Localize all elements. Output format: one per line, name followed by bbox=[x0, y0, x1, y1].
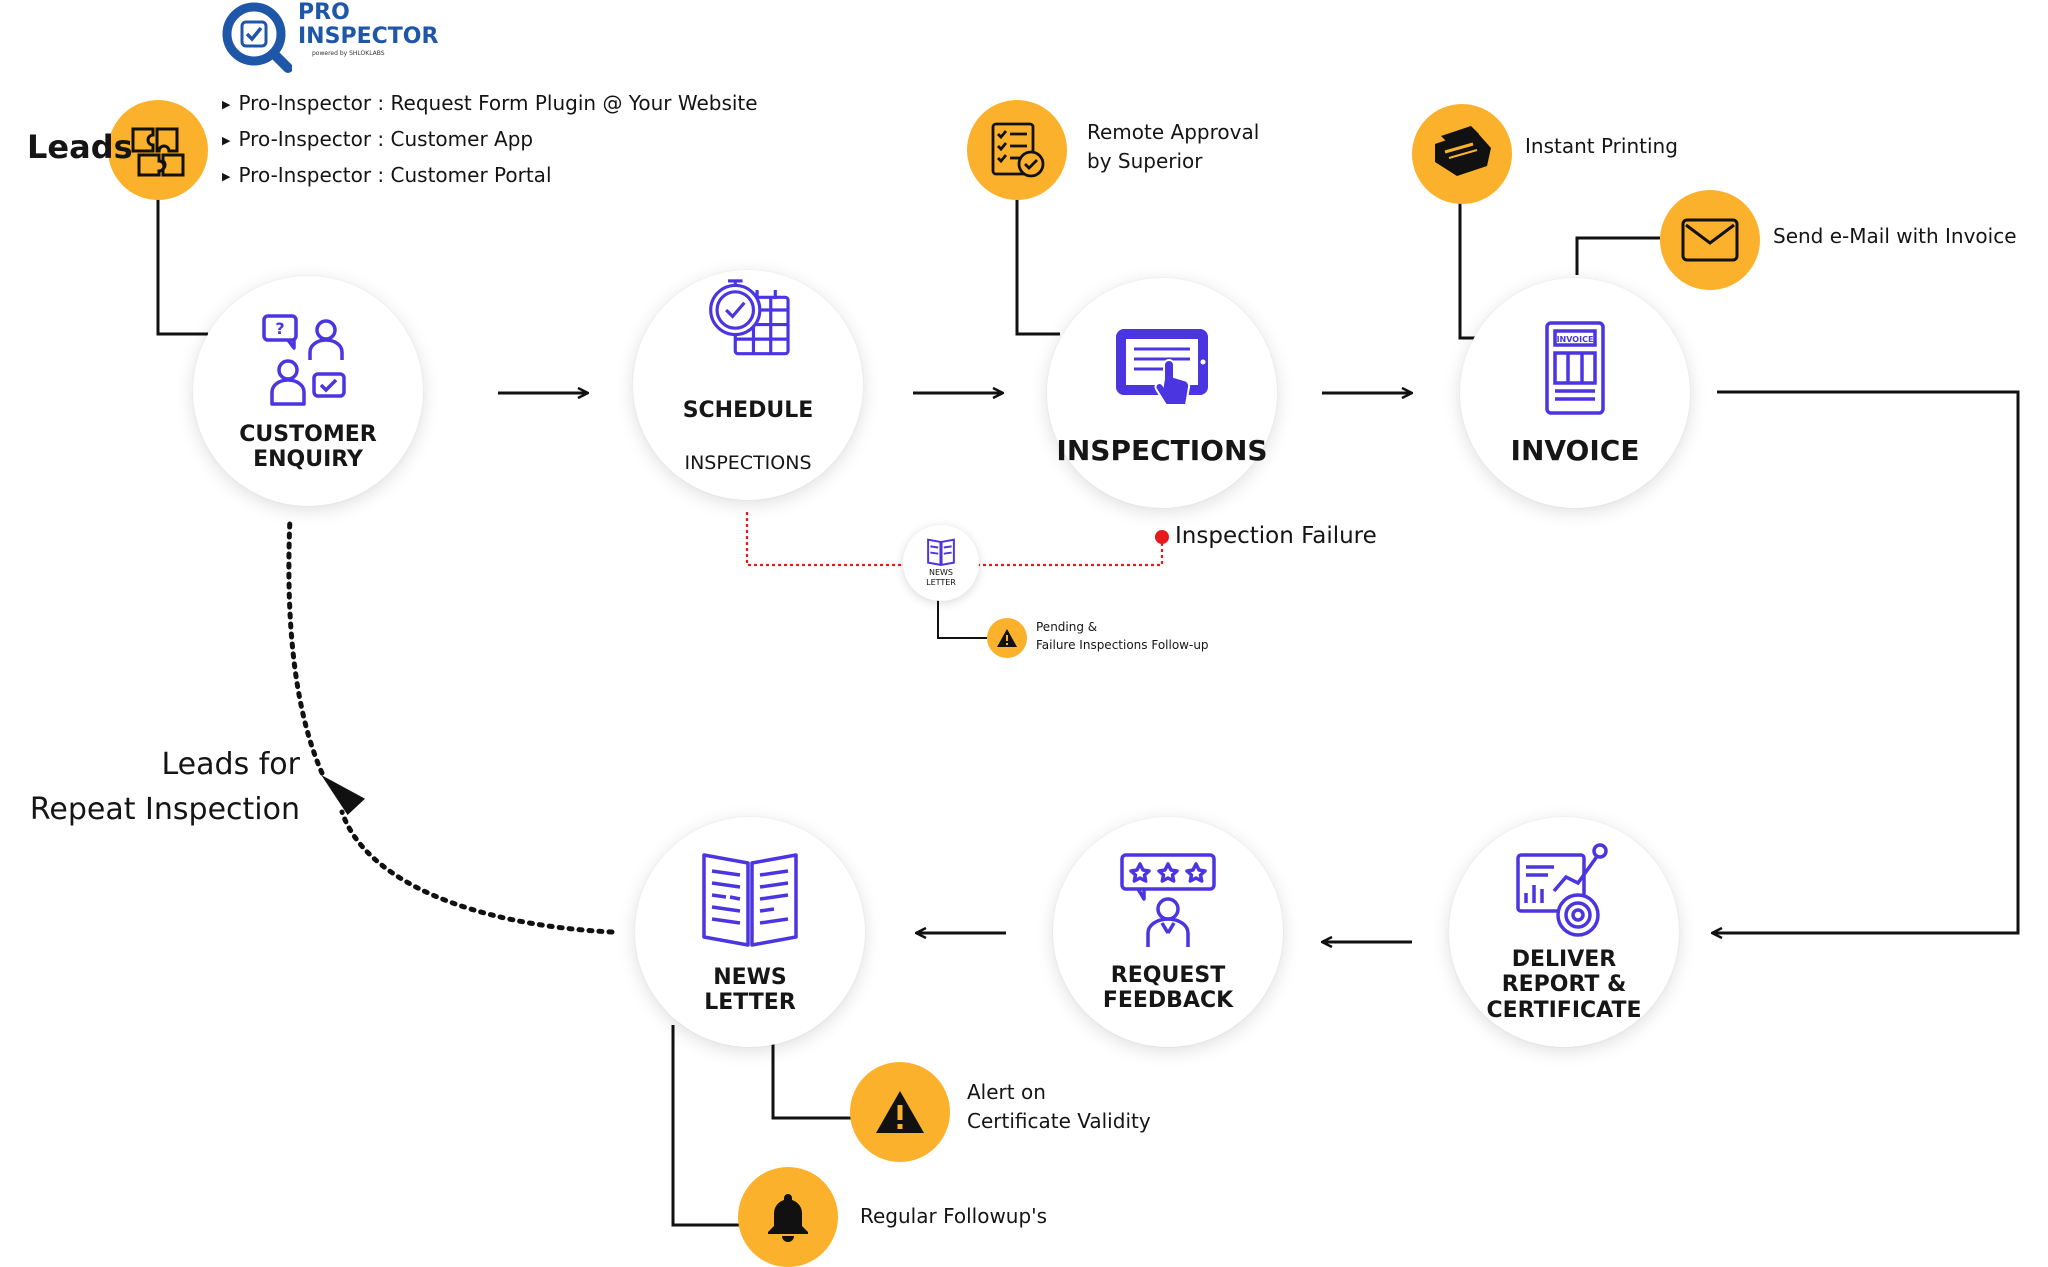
report-chart-icon bbox=[1516, 843, 1608, 937]
repeat-arrowhead bbox=[321, 774, 366, 815]
leads-source-list: ▶Pro-Inspector : Request Form Plugin @ Y… bbox=[222, 86, 758, 194]
failure-loop-line bbox=[745, 512, 1164, 567]
bullet-triangle-icon: ▶ bbox=[222, 134, 231, 147]
alert-validity-badge bbox=[850, 1062, 950, 1162]
instant-printing-badge bbox=[1412, 104, 1512, 204]
step-request-feedback: REQUEST FEEDBACK bbox=[1053, 817, 1283, 1047]
people-chat-icon: ? bbox=[262, 313, 346, 406]
step-deliver-report: DELIVER REPORT & CERTIFICATE bbox=[1449, 817, 1679, 1047]
puzzle-icon bbox=[131, 127, 185, 177]
repeat-leads-label: Leads for Repeat Inspection bbox=[29, 747, 300, 827]
regular-followups-connector bbox=[671, 1025, 742, 1227]
newspaper-icon bbox=[927, 538, 955, 566]
instant-printing-connector bbox=[1458, 198, 1475, 340]
failure-dot bbox=[1155, 530, 1169, 544]
mini-newsletter-node: NEWS LETTER bbox=[903, 525, 979, 601]
envelope-icon bbox=[1681, 218, 1739, 262]
step-title: REQUEST FEEDBACK bbox=[1102, 962, 1234, 1013]
leads-badge bbox=[108, 100, 208, 200]
step-news-letter: NEWS LETTER bbox=[635, 817, 865, 1047]
svg-text:INVOICE: INVOICE bbox=[1557, 335, 1594, 344]
leads-connector bbox=[156, 198, 208, 336]
regular-followups-label: Regular Followup's bbox=[860, 1204, 1048, 1228]
step-title: DELIVER REPORT & CERTIFICATE bbox=[1486, 947, 1642, 1023]
magnifier-check-icon bbox=[222, 2, 292, 73]
step-schedule-inspections: SCHEDULE INSPECTIONS bbox=[633, 270, 863, 500]
logo-line2: INSPECTOR bbox=[298, 24, 439, 49]
logo-tagline: powered by SHLOKLABS bbox=[312, 50, 385, 57]
step-title: INSPECTIONS bbox=[1056, 433, 1268, 467]
leads-source-item: ▶Pro-Inspector : Request Form Plugin @ Y… bbox=[222, 91, 758, 115]
alert-validity-label: Alert on Certificate Validity bbox=[967, 1080, 1151, 1133]
pending-followup-connector bbox=[937, 594, 987, 639]
step-title: NEWS LETTER bbox=[704, 964, 796, 1015]
stopwatch-calendar-icon bbox=[709, 279, 790, 356]
leads-source-item: ▶Pro-Inspector : Customer App bbox=[222, 127, 534, 151]
warning-icon bbox=[876, 1091, 924, 1133]
svg-text:?: ? bbox=[275, 319, 284, 338]
send-email-badge bbox=[1660, 190, 1760, 290]
printer-icon bbox=[1435, 126, 1491, 176]
step-invoice: INVOICE INVOICE bbox=[1460, 278, 1690, 508]
regular-followups-badge bbox=[738, 1167, 838, 1267]
step-inspections: INSPECTIONS bbox=[1047, 278, 1277, 508]
instant-printing-label: Instant Printing bbox=[1525, 134, 1678, 158]
step-title: SCHEDULE INSPECTIONS bbox=[682, 398, 814, 474]
step-title: CUSTOMER ENQUIRY bbox=[239, 421, 377, 472]
star-rating-icon bbox=[1120, 852, 1216, 947]
pro-inspector-logo: PRO INSPECTOR powered by SHLOKLABS bbox=[220, 0, 438, 74]
logo-line1: PRO bbox=[298, 0, 350, 25]
warning-icon bbox=[997, 629, 1017, 647]
repeat-curve-upper bbox=[286, 515, 325, 776]
bullet-triangle-icon: ▶ bbox=[222, 98, 231, 111]
send-email-label: Send e-Mail with Invoice bbox=[1773, 224, 2017, 248]
checklist-icon bbox=[991, 122, 1045, 178]
pending-followup-badge bbox=[987, 618, 1027, 658]
inspection-failure-label: Inspection Failure bbox=[1175, 523, 1377, 549]
step-title: INVOICE bbox=[1510, 433, 1640, 467]
alert-validity-connector bbox=[771, 1025, 852, 1120]
repeat-curve-lower bbox=[339, 809, 615, 935]
bell-icon bbox=[768, 1194, 808, 1242]
newspaper-icon bbox=[702, 852, 798, 947]
remote-approval-badge bbox=[967, 100, 1067, 200]
remote-approval-label: Remote Approval by Superior bbox=[1087, 120, 1260, 173]
tablet-touch-icon bbox=[1116, 328, 1208, 406]
mini-newsletter-title: NEWS LETTER bbox=[926, 567, 956, 587]
pending-followup-label: Pending & Failure Inspections Follow-up bbox=[1036, 620, 1209, 652]
invoice-document-icon: INVOICE bbox=[1545, 321, 1605, 415]
email-connector bbox=[1575, 236, 1660, 275]
leads-source-item: ▶Pro-Inspector : Customer Portal bbox=[222, 163, 552, 187]
step-customer-enquiry: ? CUSTOMER ENQUIRY bbox=[193, 276, 423, 506]
bullet-triangle-icon: ▶ bbox=[222, 170, 231, 183]
arrow-invoice-to-deliver bbox=[1712, 390, 2020, 933]
remote-approval-connector bbox=[1015, 192, 1060, 336]
leads-label: Leads bbox=[27, 128, 133, 166]
